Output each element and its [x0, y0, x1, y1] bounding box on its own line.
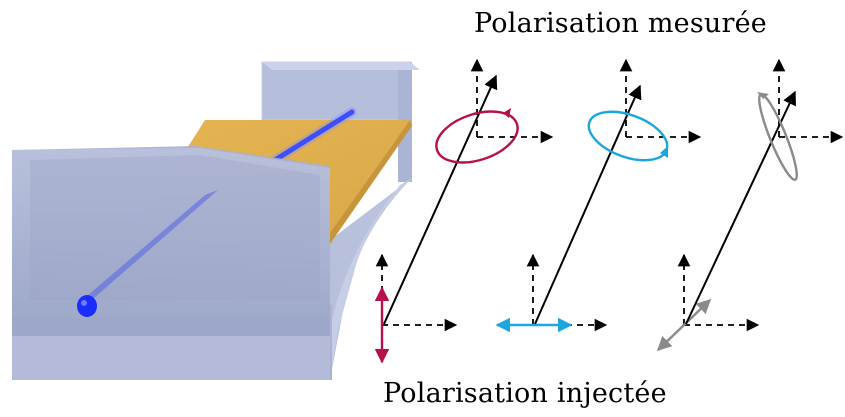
- waveguide-glow: [270, 107, 357, 165]
- injected-polarisation-caption: Polarisation injectée: [383, 378, 667, 409]
- p3-injected-sw: [656, 324, 685, 351]
- back-block-front: [261, 61, 411, 121]
- panel-horizontal: [495, 58, 702, 333]
- buried-waveguide-tube: [80, 190, 218, 302]
- p3-ellipse-arrowhead: [757, 92, 769, 99]
- p3-propagation-arrow: [685, 90, 796, 325]
- device-render: [12, 61, 420, 380]
- measured-polarisation-caption: Polarisation mesurée: [474, 8, 767, 39]
- front-block-rim: [12, 318, 330, 336]
- waveguide-facet: [77, 295, 97, 317]
- gold-film-edge: [326, 120, 412, 244]
- p1-propagation-arrow: [383, 74, 498, 325]
- back-block-top: [262, 62, 420, 70]
- p1-ellipse-arrowhead: [503, 108, 511, 118]
- substrate-ledge: [12, 330, 330, 380]
- p2-ellipse-arrowhead: [660, 146, 668, 158]
- waveguide-facet-hl: [81, 300, 87, 306]
- front-block-face: [12, 148, 330, 318]
- panel-vertical: [374, 58, 554, 364]
- waveguide-core: [272, 109, 355, 163]
- p1-measured-ellipse: [435, 110, 519, 164]
- front-block-inner-shade: [30, 155, 320, 300]
- panel-diagonal: [656, 58, 844, 351]
- p2-propagation-arrow: [534, 84, 642, 325]
